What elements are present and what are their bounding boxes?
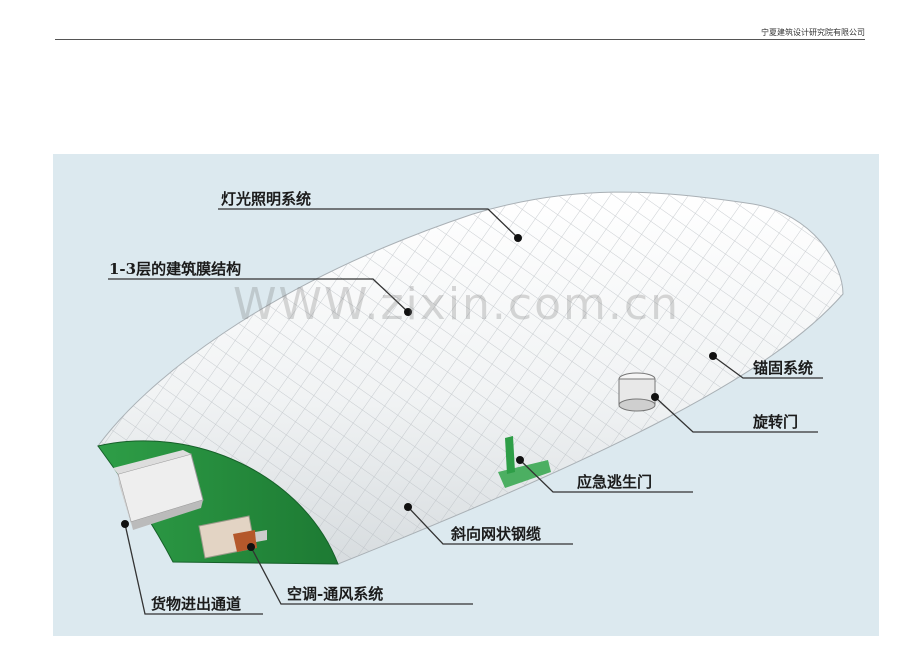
leader-lines (108, 208, 823, 615)
hvac-unit (198, 515, 267, 559)
company-name: 宁夏建筑设计研究院有限公司 (761, 28, 865, 37)
watermark-text: WWW.zixin.com.cn (233, 279, 680, 330)
air-dome-illustration (96, 191, 844, 615)
emergency-door (498, 436, 551, 488)
revolving-door (618, 372, 656, 412)
callout-lighting-system: 灯光照明系统 (221, 190, 312, 208)
callout-revolving-door: 旋转门 (753, 413, 799, 431)
callout-anchor-system: 锚固系统 (753, 359, 814, 377)
cargo-entrance-box (113, 450, 204, 530)
callout-cable-net: 斜向网状钢缆 (451, 525, 542, 543)
header-divider (55, 39, 865, 40)
callout-hvac-system: 空调-通风系统 (287, 585, 384, 603)
callout-emergency-door: 应急逃生门 (577, 473, 653, 491)
callout-membrane-structure: 1-3层的建筑膜结构 (109, 260, 242, 278)
callout-cargo-passage: 货物进出通道 (151, 595, 242, 613)
leader-dots (121, 234, 717, 551)
air-dome-figure: WWW.zixin.com.cn 灯光照明系统 1-3层的建筑膜结构 锚固系统 … (53, 154, 879, 636)
